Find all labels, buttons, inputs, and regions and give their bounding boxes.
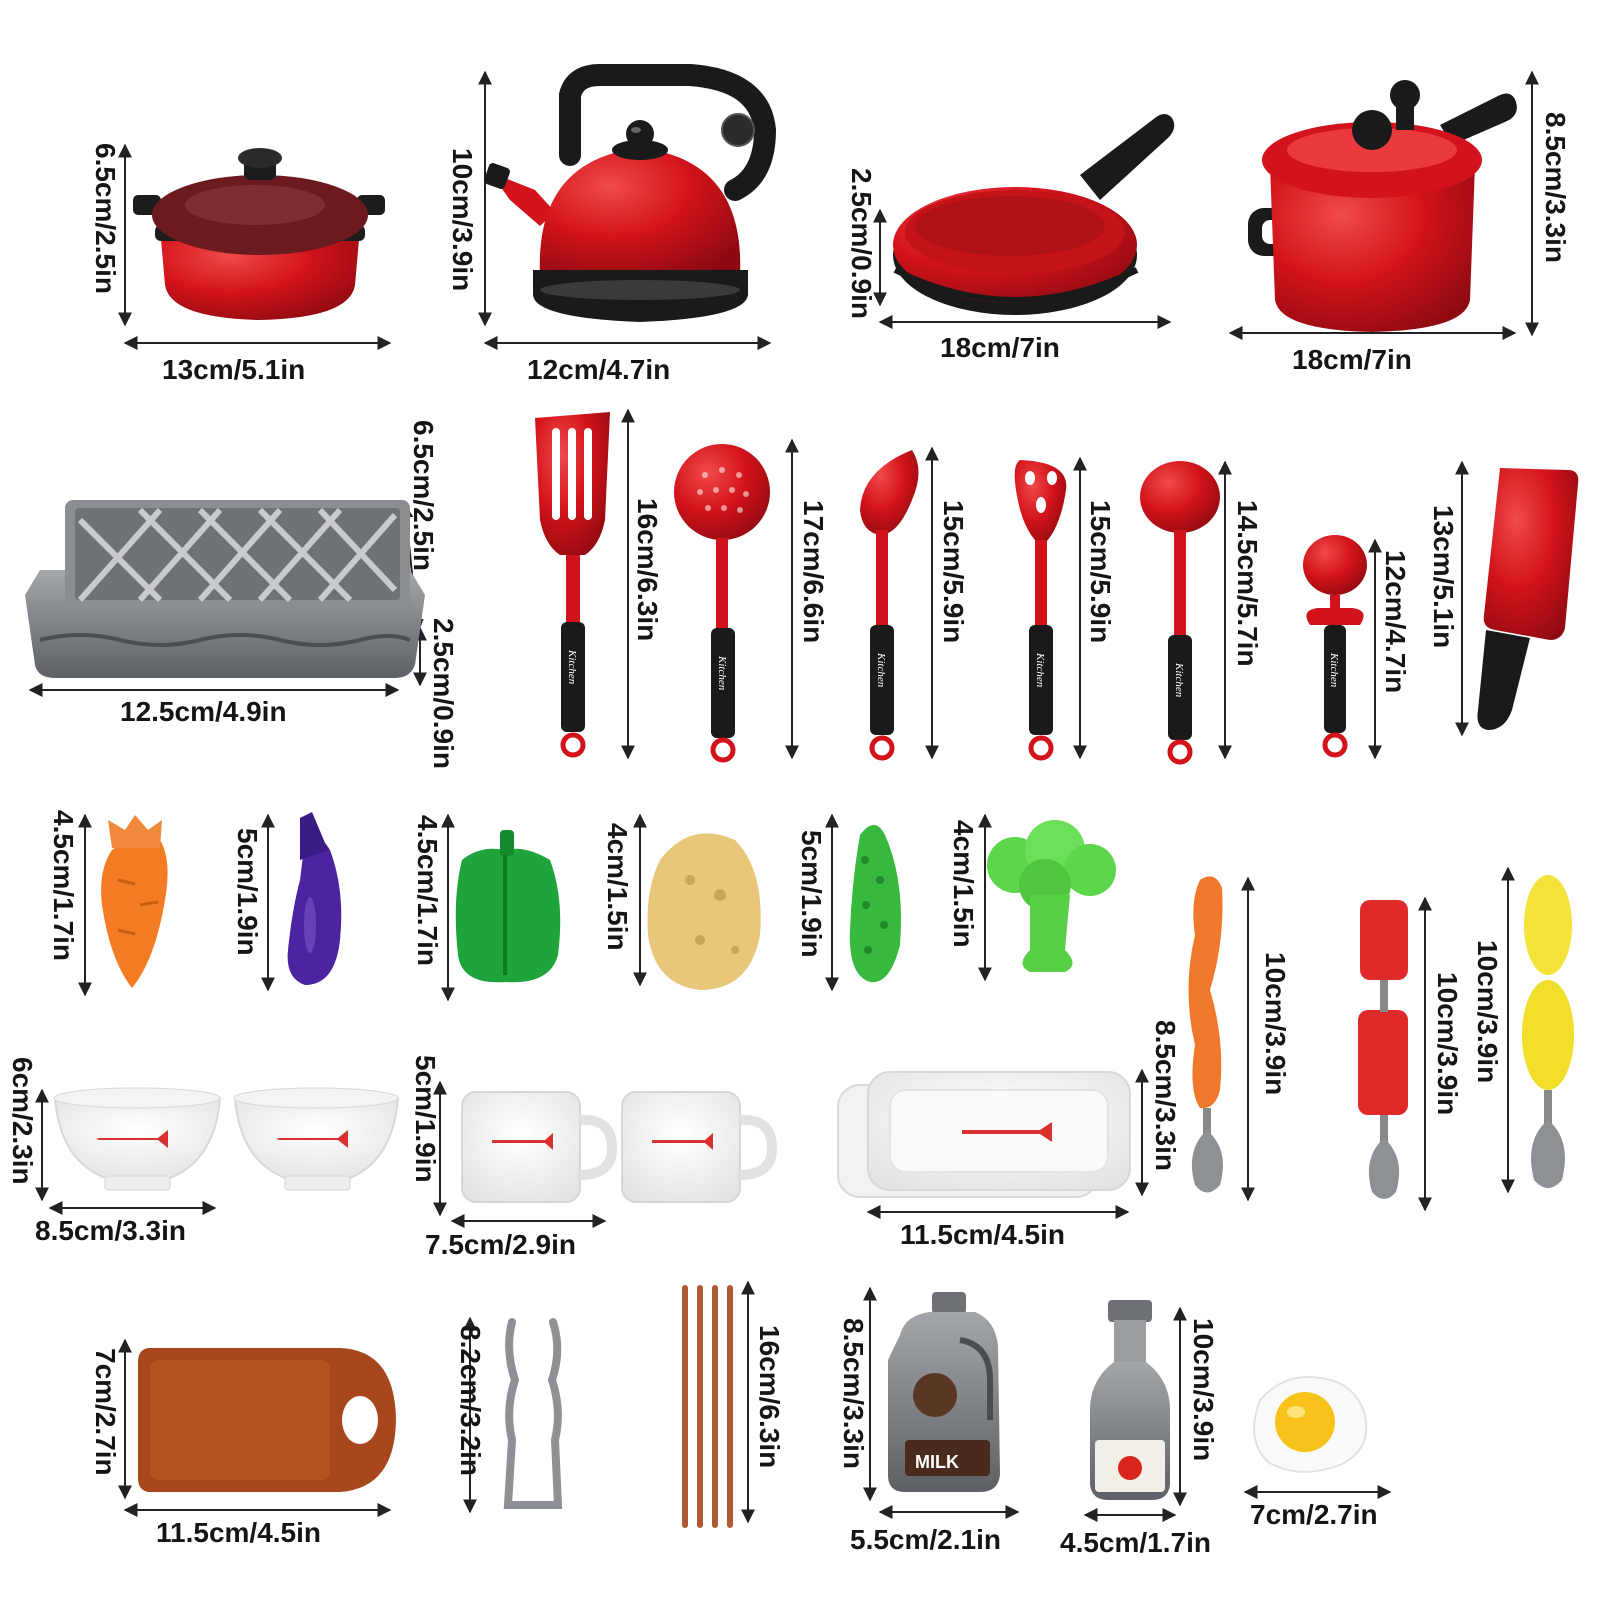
meat-skewer-height-label: 10cm/3.9in (1432, 972, 1463, 1116)
cutting-board-icon (138, 1348, 396, 1492)
milk-label-text: MILK (915, 1452, 959, 1472)
pot-width-label: 13cm/5.1in (162, 354, 306, 385)
fried-egg-icon (1253, 1376, 1368, 1473)
handle-text-skimmer: Kitchen (716, 655, 728, 691)
chopsticks-icon (682, 1285, 733, 1528)
scoop-icon (1303, 535, 1367, 758)
milk-width-label: 5.5cm/2.1in (850, 1524, 1001, 1555)
carrot-icon (101, 815, 168, 988)
cleaver-height-label: 13cm/5.1in (1428, 505, 1459, 649)
spatula-icon (535, 412, 610, 758)
bitter-melon-height-label: 5cm/1.9in (796, 830, 827, 958)
cutting-board-height-label: 7cm/2.7in (90, 1348, 121, 1476)
eggplant-icon (287, 812, 342, 985)
dimension-arrows (28, 70, 1539, 1524)
frying-pan-icon (893, 114, 1175, 315)
grill-icon (25, 500, 425, 678)
pot-icon (133, 148, 385, 320)
broccoli-height-label: 4cm/1.5in (948, 820, 979, 948)
cutting-board-width-label: 11.5cm/4.5in (156, 1517, 322, 1548)
egg-width-label: 7cm/2.7in (1250, 1499, 1378, 1530)
pressure-cooker-width-label: 18cm/7in (1292, 344, 1412, 375)
handle-text-scoop: Kitchen (1328, 652, 1340, 688)
bitter-melon-icon (849, 825, 901, 983)
bowl-height-label: 6cm/2.3in (7, 1057, 38, 1185)
kettle-icon (484, 64, 777, 322)
spatula-height-label: 16cm/6.3in (632, 498, 663, 642)
bowl-width-label: 8.5cm/3.3in (35, 1215, 186, 1246)
scoop-height-label: 12cm/4.7in (1380, 550, 1411, 694)
ladle-icon (1140, 461, 1220, 765)
grill-tray-height-label: 2.5cm/0.9in (428, 618, 459, 769)
pepper-height-label: 4.5cm/1.7in (412, 815, 443, 966)
plate-icon (837, 1071, 1131, 1198)
bowl-icon (53, 1087, 400, 1191)
ketchup-width-label: 4.5cm/1.7in (1060, 1527, 1211, 1558)
cup-height-label: 5cm/1.9in (410, 1055, 441, 1183)
plate-height-label: 8.5cm/3.3in (1150, 1020, 1181, 1171)
tongs-icon (503, 1318, 563, 1509)
cup-width-label: 7.5cm/2.9in (425, 1229, 576, 1260)
meat-skewer-icon (1358, 900, 1408, 1199)
spoon-height-label: 15cm/5.9in (938, 500, 969, 644)
handle-text-spoon: Kitchen (875, 652, 887, 688)
grill-width-label: 12.5cm/4.9in (120, 696, 287, 727)
skimmer-height-label: 17cm/6.6in (798, 500, 829, 644)
chopsticks-height-label: 16cm/6.3in (754, 1325, 785, 1469)
corn-skewer-height-label: 10cm/3.9in (1472, 940, 1503, 1084)
sausage-skewer-height-label: 10cm/3.9in (1260, 952, 1291, 1096)
spoon-icon (860, 450, 919, 761)
cup-icon (461, 1091, 778, 1203)
pepper-icon (455, 830, 561, 983)
handle-text-spatula: Kitchen (566, 649, 578, 685)
milk-height-label: 8.5cm/3.3in (838, 1318, 869, 1469)
pasta-server-icon (1014, 460, 1067, 761)
eggplant-height-label: 5cm/1.9in (232, 828, 263, 956)
potato-icon (647, 833, 761, 990)
pressure-cooker-icon (1248, 80, 1517, 332)
carrot-height-label: 4.5cm/1.7in (48, 810, 79, 961)
broccoli-icon (987, 820, 1116, 972)
pressure-cooker-height-label: 8.5cm/3.3in (1540, 112, 1571, 263)
skimmer-icon (674, 444, 770, 763)
ladle-height-label: 14.5cm/5.7in (1232, 500, 1263, 667)
handle-text-pasta-server: Kitchen (1034, 652, 1046, 688)
ketchup-bottle-icon (1090, 1300, 1170, 1500)
milk-jug-icon: MILK (888, 1292, 1000, 1492)
ketchup-height-label: 10cm/3.9in (1188, 1318, 1219, 1462)
grill-grate-height-label: 6.5cm/2.5in (408, 420, 439, 571)
utensil-handle-text: Kitchen Kitchen Kitchen Kitchen Kitchen … (566, 649, 1340, 698)
tongs-height-label: 8.2cm/3.2in (455, 1325, 486, 1476)
kettle-height-label: 10cm/3.9in (447, 148, 478, 292)
frying-pan-height-label: 2.5cm/0.9in (846, 168, 877, 319)
handle-text-ladle: Kitchen (1173, 662, 1185, 698)
pasta-server-height-label: 15cm/5.9in (1085, 500, 1116, 644)
corn-skewer-icon (1522, 875, 1574, 1188)
cleaver-icon (1477, 468, 1579, 730)
plate-width-label: 11.5cm/4.5in (900, 1219, 1066, 1250)
frying-pan-width-label: 18cm/7in (940, 332, 1060, 363)
potato-height-label: 4cm/1.5in (602, 823, 633, 951)
kettle-width-label: 12cm/4.7in (527, 354, 671, 385)
sausage-skewer-icon (1188, 876, 1224, 1193)
pot-height-label: 6.5cm/2.5in (90, 143, 121, 294)
